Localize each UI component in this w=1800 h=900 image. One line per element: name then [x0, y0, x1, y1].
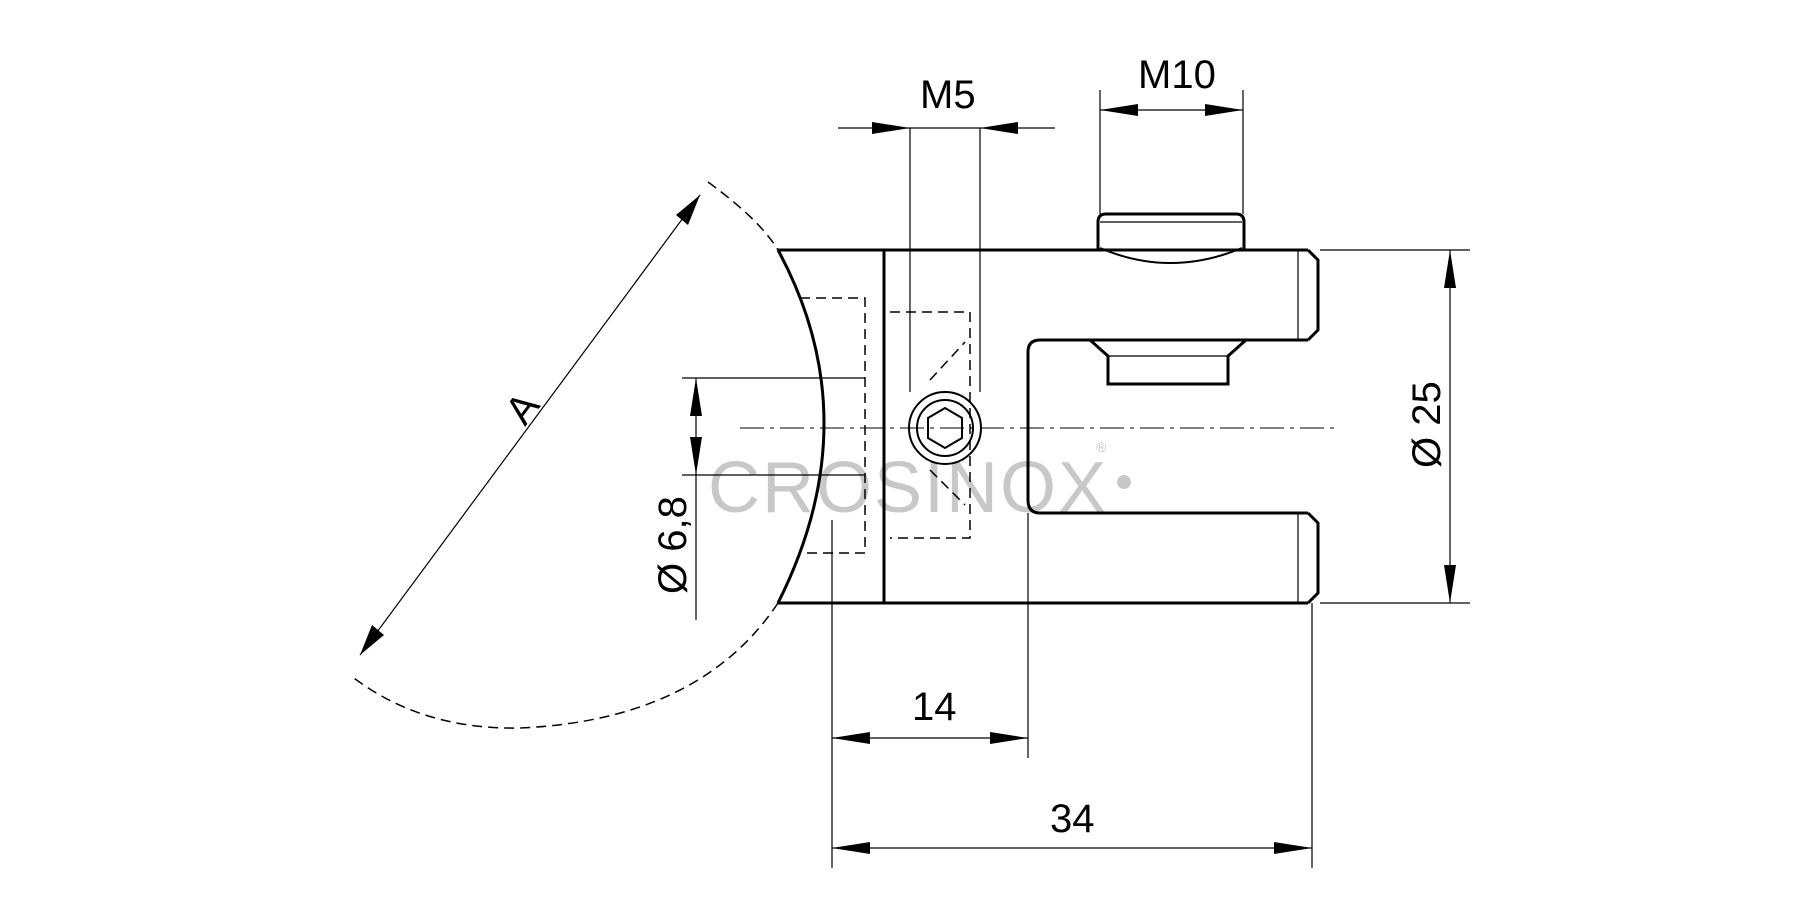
- d68-arrow-top: [690, 378, 702, 416]
- watermark-registered-mark: ®: [1096, 439, 1107, 455]
- dim34-arrow-left: [832, 842, 870, 854]
- m10-set-screw: [1096, 212, 1246, 264]
- dimension-d6-8: Ø 6,8: [651, 377, 865, 620]
- m5-arrow-left: [872, 122, 910, 134]
- dimension-m10: M10: [1099, 53, 1244, 214]
- m10-arrow-right: [1205, 104, 1243, 116]
- m10-arrow-left: [1100, 104, 1138, 116]
- clamp-body: [776, 248, 1320, 605]
- dimension-m5: M5: [838, 73, 1055, 392]
- m10-screw-head: [1096, 212, 1246, 250]
- dimension-34: 34: [832, 603, 1313, 868]
- dim14-arrow-right: [990, 732, 1028, 744]
- m10-screw-curve: [1099, 247, 1243, 264]
- glass-slot: [1026, 338, 1308, 515]
- dimension-a: A: [359, 194, 701, 656]
- dim14-arrow-left: [832, 732, 870, 744]
- m10-label: M10: [1138, 53, 1216, 97]
- dim-a-label: A: [497, 384, 548, 432]
- d25-arrow-top: [1444, 250, 1456, 288]
- dimension-d25: Ø 25: [1320, 249, 1470, 604]
- m5-arrow-right: [980, 122, 1018, 134]
- dimension-14: 14: [831, 513, 1029, 868]
- d68-label: Ø 6,8: [651, 496, 695, 594]
- hidden-thread-lower: [929, 469, 966, 506]
- dim34-arrow-right: [1274, 842, 1312, 854]
- tube-arc-top: [707, 181, 779, 251]
- pressure-pad: [1089, 338, 1247, 386]
- body-saddle-curve: [776, 249, 826, 604]
- hidden-bore-right: [890, 311, 971, 539]
- pressure-pad-outline: [1089, 338, 1247, 386]
- hidden-thread-upper: [929, 341, 966, 381]
- dim-a-arrow-bottom: [360, 625, 384, 655]
- dim-a-arrow-top: [676, 195, 700, 225]
- watermark: CROSINOX ®: [708, 439, 1131, 528]
- d68-arrow-bottom: [690, 437, 702, 475]
- tube-arc-bottom: [349, 602, 779, 729]
- lower-prong-end: [1306, 511, 1320, 605]
- watermark-dot: [1117, 475, 1131, 489]
- d25-arrow-bottom: [1444, 565, 1456, 603]
- m5-label: M5: [920, 73, 976, 117]
- dim34-label: 34: [1050, 797, 1095, 841]
- dim14-label: 14: [912, 685, 957, 729]
- watermark-text: CROSINOX: [708, 448, 1108, 528]
- d25-label: Ø 25: [1405, 381, 1449, 468]
- hex-socket-icon: [927, 406, 963, 450]
- upper-prong-end: [1306, 248, 1320, 342]
- dim-a-line: [359, 194, 701, 656]
